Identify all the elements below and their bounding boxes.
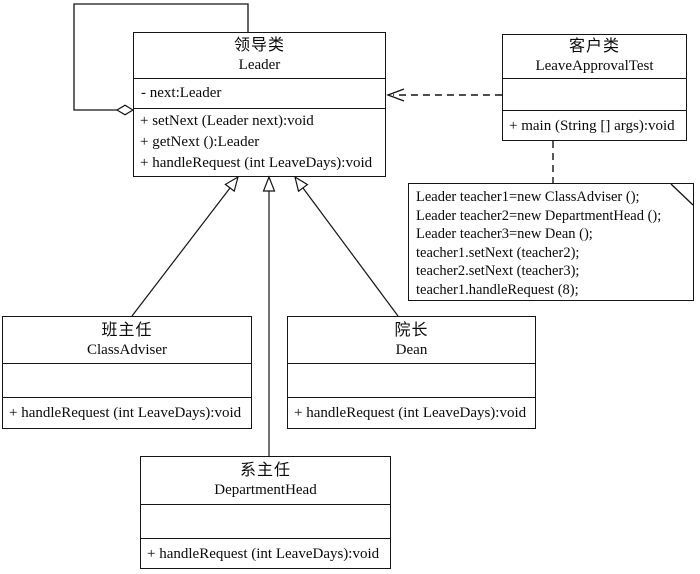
generalization-triangle-icon <box>262 175 276 192</box>
note-line: Leader teacher3=new Dean (); <box>416 226 593 243</box>
class-title-en: ClassAdviser <box>87 341 167 358</box>
dependency-open-arrowhead-icon <box>386 88 405 102</box>
class-title-en: Leader <box>238 57 281 73</box>
class-box-leaveapprovaltest: 客户类 LeaveApprovalTest + main (String [] … <box>502 34 687 141</box>
class-header-dean: 院长 Dean <box>288 317 535 364</box>
method-line: + handleRequest (int LeaveDays):void <box>147 546 380 562</box>
class-box-classadviser: 班主任 ClassAdviser + handleRequest (int Le… <box>2 316 252 429</box>
method-line: + handleRequest (int LeaveDays):void <box>9 405 242 421</box>
class-box-leader: 领导类 Leader - next:Leader + setNext (Lead… <box>133 32 386 177</box>
class-title-zh: 班主任 <box>101 321 153 339</box>
class-title-en: LeaveApprovalTest <box>535 58 654 74</box>
class-title-zh: 系主任 <box>239 462 291 479</box>
class-attributes-leader: - next:Leader <box>134 79 385 109</box>
class-header-leader: 领导类 Leader <box>134 33 385 79</box>
method-line: + setNext (Leader next):void <box>140 113 314 129</box>
note-line: Leader teacher2=new DepartmentHead (); <box>416 207 662 224</box>
generalization-line-classadviser <box>131 187 231 317</box>
method-line: + handleRequest (int LeaveDays):void <box>140 155 373 171</box>
generalization-line-dean <box>302 187 399 317</box>
aggregation-diamond-icon <box>115 104 135 116</box>
generalization-triangle-icon <box>294 175 309 193</box>
class-methods-leaveapprovaltest: + main (String [] args):void <box>503 111 686 140</box>
class-title-zh: 客户类 <box>568 38 620 55</box>
method-line: + getNext ():Leader <box>140 134 260 150</box>
class-attributes-empty <box>288 364 535 398</box>
class-box-dean: 院长 Dean + handleRequest (int LeaveDays):… <box>287 316 536 429</box>
note-line: teacher2.setNext (teacher3); <box>416 263 580 280</box>
class-methods-departmenthead: + handleRequest (int LeaveDays):void <box>141 539 390 568</box>
note-line: teacher1.handleRequest (8); <box>416 281 579 298</box>
class-title-zh: 院长 <box>394 321 429 339</box>
class-title-en: DepartmentHead <box>214 482 317 498</box>
code-note: Leader teacher1=new ClassAdviser (); Lea… <box>408 183 694 301</box>
class-title-en: Dean <box>395 341 428 358</box>
class-methods-classadviser: + handleRequest (int LeaveDays):void <box>3 398 251 428</box>
class-header-classadviser: 班主任 ClassAdviser <box>3 317 251 364</box>
note-line: Leader teacher1=new ClassAdviser (); <box>416 189 640 205</box>
generalization-triangle-icon <box>224 175 239 193</box>
class-attributes-empty <box>141 505 390 539</box>
class-attributes-empty <box>3 364 251 398</box>
class-header-leaveapprovaltest: 客户类 LeaveApprovalTest <box>503 35 686 79</box>
attribute-line: - next:Leader <box>141 85 222 101</box>
class-header-departmenthead: 系主任 DepartmentHead <box>141 457 390 505</box>
class-attributes-empty <box>503 79 686 111</box>
note-line: teacher1.setNext (teacher2); <box>416 244 580 261</box>
class-methods-leader: + setNext (Leader next):void + getNext (… <box>134 109 385 176</box>
method-line: + handleRequest (int LeaveDays):void <box>294 405 527 421</box>
class-box-departmenthead: 系主任 DepartmentHead + handleRequest (int … <box>140 456 391 569</box>
method-line: + main (String [] args):void <box>509 118 675 134</box>
class-methods-dean: + handleRequest (int LeaveDays):void <box>288 398 535 428</box>
class-title-zh: 领导类 <box>233 37 285 54</box>
